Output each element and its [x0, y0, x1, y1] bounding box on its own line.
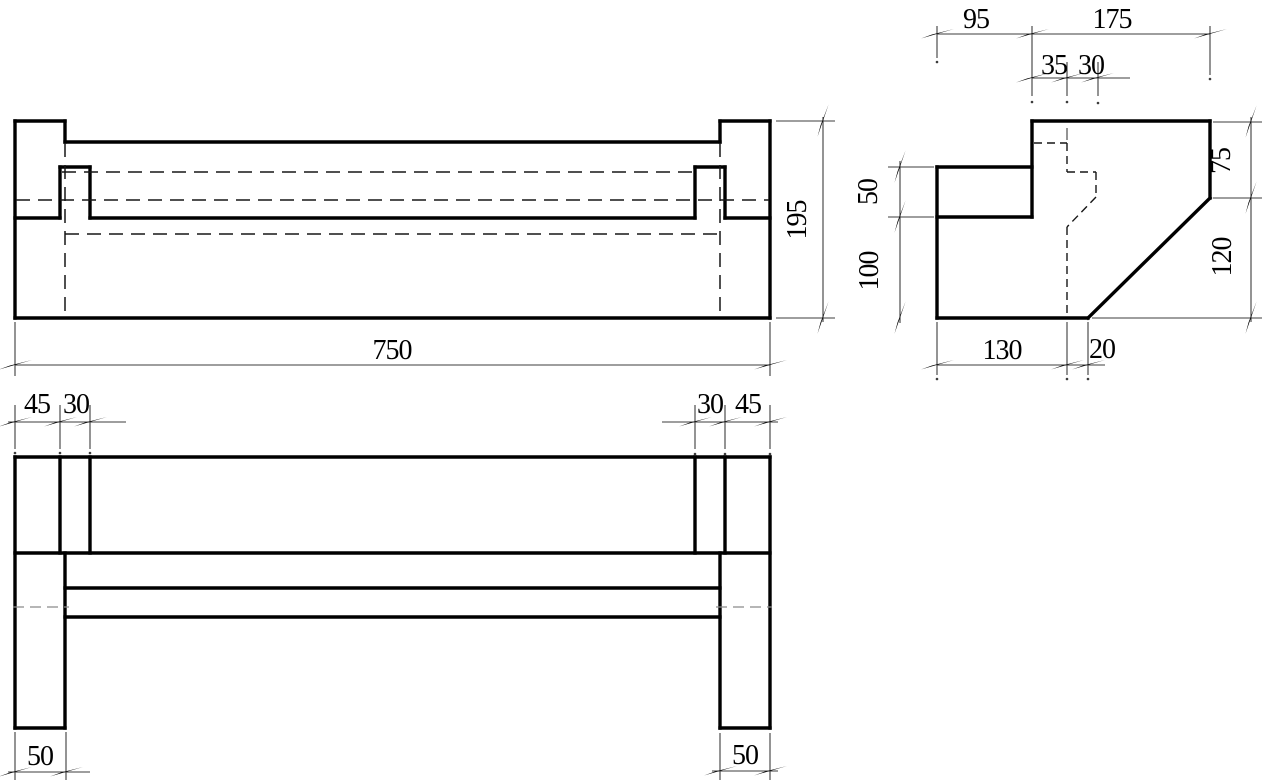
dim-label-base-chamfer: 20 [1089, 334, 1115, 365]
dim-label-rib-width: 30 [1078, 50, 1104, 81]
dim-label-leg-right: 50 [732, 740, 758, 771]
front-hidden-lines [16, 143, 769, 318]
dim-leg-right: 50 [704, 733, 787, 780]
dim-side-rib: 35 30 [1016, 50, 1130, 140]
dim-label-height-upper-right: 75 [1206, 148, 1237, 174]
dim-label-notch-right: 30 [697, 389, 723, 420]
dim-label-height-lower-left: 100 [854, 252, 885, 291]
dim-label-depth-back: 175 [1093, 4, 1132, 35]
front-view: 750 195 [0, 104, 837, 376]
bottom-outline [13, 455, 772, 730]
dim-side-base: 130 20 [921, 322, 1116, 375]
front-outline [13, 119, 772, 320]
dim-front-height: 195 [776, 104, 837, 334]
side-view: 95 175 35 30 [853, 4, 1265, 375]
dim-label-notch-left: 30 [63, 389, 89, 420]
dim-label-front-height: 195 [782, 201, 813, 240]
side-outline [935, 119, 1213, 321]
dim-front-width: 750 [0, 322, 787, 376]
dim-side-left-heights: 50 100 [853, 150, 934, 334]
dim-label-offset-right: 45 [735, 389, 761, 420]
dim-label-leg-left: 50 [27, 741, 53, 772]
side-hidden-lines [1034, 142, 1097, 317]
dim-label-height-upper-left: 50 [853, 179, 884, 205]
dim-label-offset-left: 45 [24, 389, 50, 420]
dim-label-base-length: 130 [983, 335, 1022, 366]
dim-label-height-lower-right: 120 [1207, 238, 1238, 277]
dim-label-rib-offset: 35 [1041, 50, 1067, 81]
dim-side-right-heights: 75 120 [1092, 105, 1265, 334]
dim-leg-left: 50 [0, 732, 90, 780]
dim-label-depth-front: 95 [963, 4, 989, 35]
extension-dots [13, 60, 1212, 456]
dim-label-front-width: 750 [373, 335, 412, 366]
dim-bottom-left-offsets: 45 30 [0, 389, 126, 449]
dim-bottom-right-offsets: 30 45 [662, 389, 787, 449]
bottom-view: 45 30 30 45 50 [0, 389, 787, 780]
dim-side-depths: 95 175 [921, 4, 1227, 96]
